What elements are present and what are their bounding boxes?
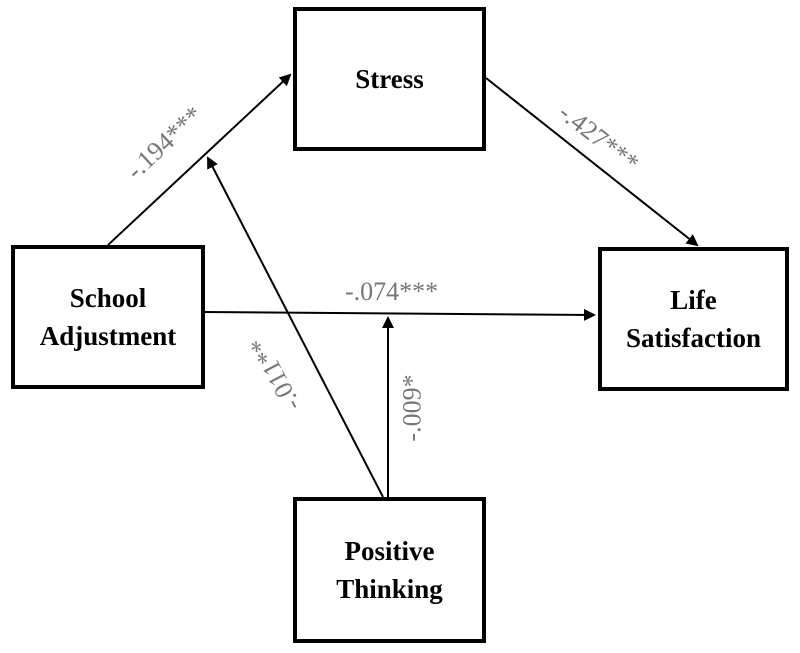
node-positive-label-line2: Thinking [336, 574, 443, 604]
node-life-label-line2: Satisfaction [626, 323, 761, 353]
arrow-stress-to-life [485, 77, 699, 247]
node-stress: Stress [293, 7, 486, 151]
coef-school-to-life: -.074*** [345, 277, 439, 306]
node-positive-thinking: Positive Thinking [293, 497, 486, 643]
node-school-label-line1: School [69, 283, 147, 313]
node-school-adjustment: School Adjustment [11, 245, 205, 389]
node-life-label-line1: Life [670, 285, 717, 315]
coef-positive-to-school-life: -.009* [397, 374, 427, 442]
node-stress-label: Stress [355, 64, 424, 94]
arrow-school-to-stress [107, 73, 292, 246]
arrow-positive-to-school-stress-path [207, 156, 384, 498]
node-life-satisfaction: Life Satisfaction [598, 247, 789, 391]
arrow-school-to-life [204, 308, 596, 321]
node-positive-label-line1: Positive [344, 536, 435, 566]
node-school-label-line2: Adjustment [39, 321, 177, 351]
